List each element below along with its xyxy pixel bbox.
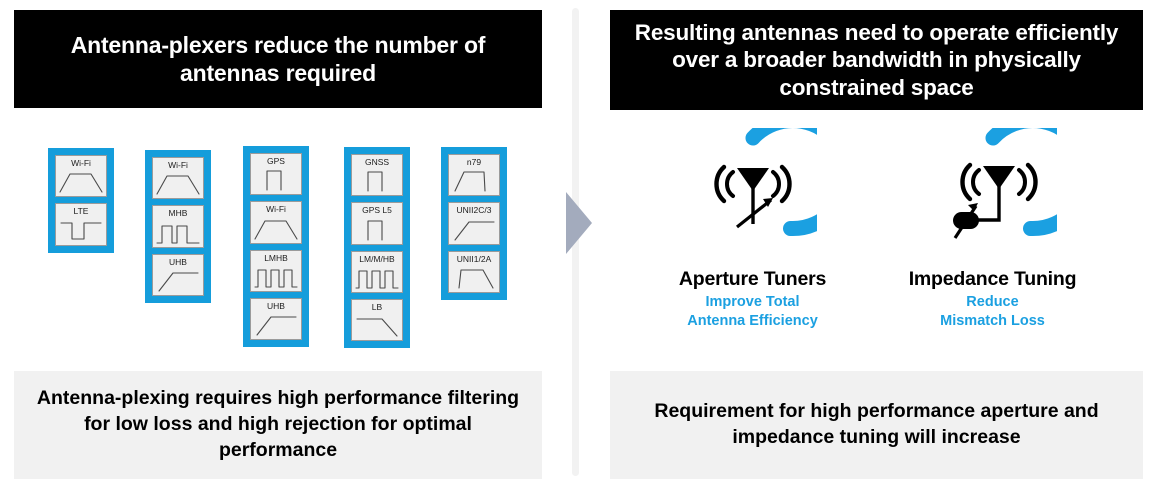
- filter-response-curve-icon: [155, 267, 201, 293]
- right-header-banner: Resulting antennas need to operate effic…: [610, 10, 1143, 110]
- left-panel: Antenna-plexers reduce the number of ant…: [0, 0, 556, 483]
- filter-card: GPS L5: [351, 202, 403, 245]
- filter-response-curve-icon: [253, 166, 299, 192]
- filter-response-curve-icon: [58, 168, 104, 194]
- filter-card: GPS: [250, 153, 302, 196]
- filter-card: Wi-Fi: [55, 155, 107, 198]
- filter-response-curve-icon: [58, 217, 104, 243]
- filter-card: GNSS: [351, 154, 403, 197]
- filter-response-curve-icon: [253, 311, 299, 337]
- filter-label: GNSS: [364, 157, 390, 167]
- filter-card: Wi-Fi: [250, 201, 302, 244]
- tuner-impedance-subtitle-line2: Mismatch Loss: [940, 312, 1045, 329]
- filter-response-curve-icon: [354, 264, 400, 290]
- filter-label: LMHB: [264, 252, 288, 263]
- filter-card: UNII2C/3: [448, 202, 500, 245]
- filter-response-curve-icon: [451, 264, 497, 290]
- filter-card: LM/M/HB: [351, 250, 403, 294]
- filter-card: MHB: [152, 205, 204, 248]
- filter-response-curve-icon: [155, 219, 201, 245]
- filter-card: n79: [448, 154, 500, 197]
- aperture-tuner-icon: [689, 113, 854, 256]
- tuner-aperture-subtitle-line2: Antenna Efficiency: [687, 312, 818, 329]
- filter-label: Wi-Fi: [266, 204, 286, 215]
- filter-card: LMHB: [250, 249, 302, 293]
- tuner-aperture: Aperture Tuners Improve Total Antenna Ef…: [645, 113, 860, 330]
- right-caption: Requirement for high performance apertur…: [610, 371, 1143, 479]
- filter-stack-4: GNSS GPS L5 LM/M/HB LB: [344, 147, 410, 349]
- filter-card: UHB: [152, 253, 204, 297]
- tuner-aperture-title: Aperture Tuners: [678, 268, 827, 290]
- left-caption: Antenna-plexing requires high performanc…: [14, 371, 542, 479]
- filter-label: LM/M/HB: [359, 253, 395, 264]
- tuner-impedance: Impedance Tuning Reduce Mismatch Loss: [885, 113, 1100, 330]
- filter-label: LTE: [73, 206, 89, 217]
- filter-label: UHB: [267, 301, 285, 312]
- filter-label: n79: [466, 157, 482, 167]
- filter-label: Wi-Fi: [168, 160, 188, 170]
- filter-label: GPS L5: [362, 205, 392, 216]
- tuner-impedance-title: Impedance Tuning: [908, 268, 1077, 290]
- filter-response-curve-icon: [253, 263, 299, 289]
- filter-response-curve-icon: [155, 170, 201, 196]
- impedance-tuner-icon: [929, 113, 1094, 256]
- filter-response-curve-icon: [354, 167, 400, 193]
- right-panel: Resulting antennas need to operate effic…: [600, 0, 1153, 483]
- filter-response-curve-icon: [451, 167, 497, 193]
- tuner-aperture-subtitle-line1: Improve Total: [705, 294, 800, 311]
- tuner-aperture-subtitle: Improve Total Antenna Efficiency: [645, 293, 860, 329]
- flow-arrow-icon: [566, 192, 592, 254]
- tuner-impedance-subtitle: Reduce Mismatch Loss: [885, 293, 1100, 329]
- filter-label: MHB: [168, 208, 188, 219]
- filter-card: UHB: [250, 298, 302, 341]
- left-header-banner: Antenna-plexers reduce the number of ant…: [14, 10, 542, 108]
- filter-label: UNII2C/3: [456, 205, 492, 216]
- filter-label: Wi-Fi: [71, 158, 91, 168]
- filter-label: UHB: [169, 256, 187, 267]
- filter-response-curve-icon: [354, 216, 400, 242]
- tuner-impedance-subtitle-line1: Reduce: [966, 294, 1019, 311]
- filter-response-curve-icon: [451, 216, 497, 242]
- tuner-group: Aperture Tuners Improve Total Antenna Ef…: [600, 113, 1153, 343]
- filter-card: Wi-Fi: [152, 157, 204, 200]
- filter-label: LB: [371, 302, 383, 313]
- filter-response-curve-icon: [354, 312, 400, 338]
- filter-label: GPS: [267, 156, 285, 166]
- filter-card: LTE: [55, 203, 107, 246]
- filter-card: LB: [351, 299, 403, 342]
- filter-response-curve-icon: [253, 215, 299, 241]
- filter-label: UNII1/2A: [456, 253, 492, 264]
- filter-card: UNII1/2A: [448, 250, 500, 294]
